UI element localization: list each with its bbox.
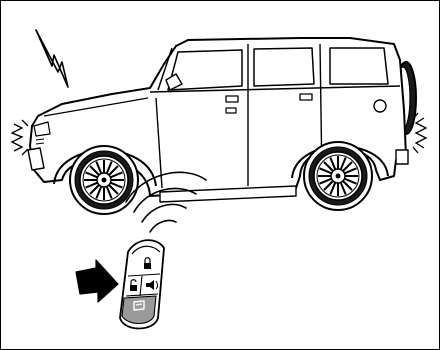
rear-wheel xyxy=(304,142,372,210)
pointer-arrow-icon xyxy=(76,260,118,302)
lightning-bolt-icon xyxy=(36,30,68,87)
front-wheel xyxy=(70,146,138,214)
front-light-flash-icon xyxy=(12,120,28,155)
remote-key-fob xyxy=(120,240,164,328)
